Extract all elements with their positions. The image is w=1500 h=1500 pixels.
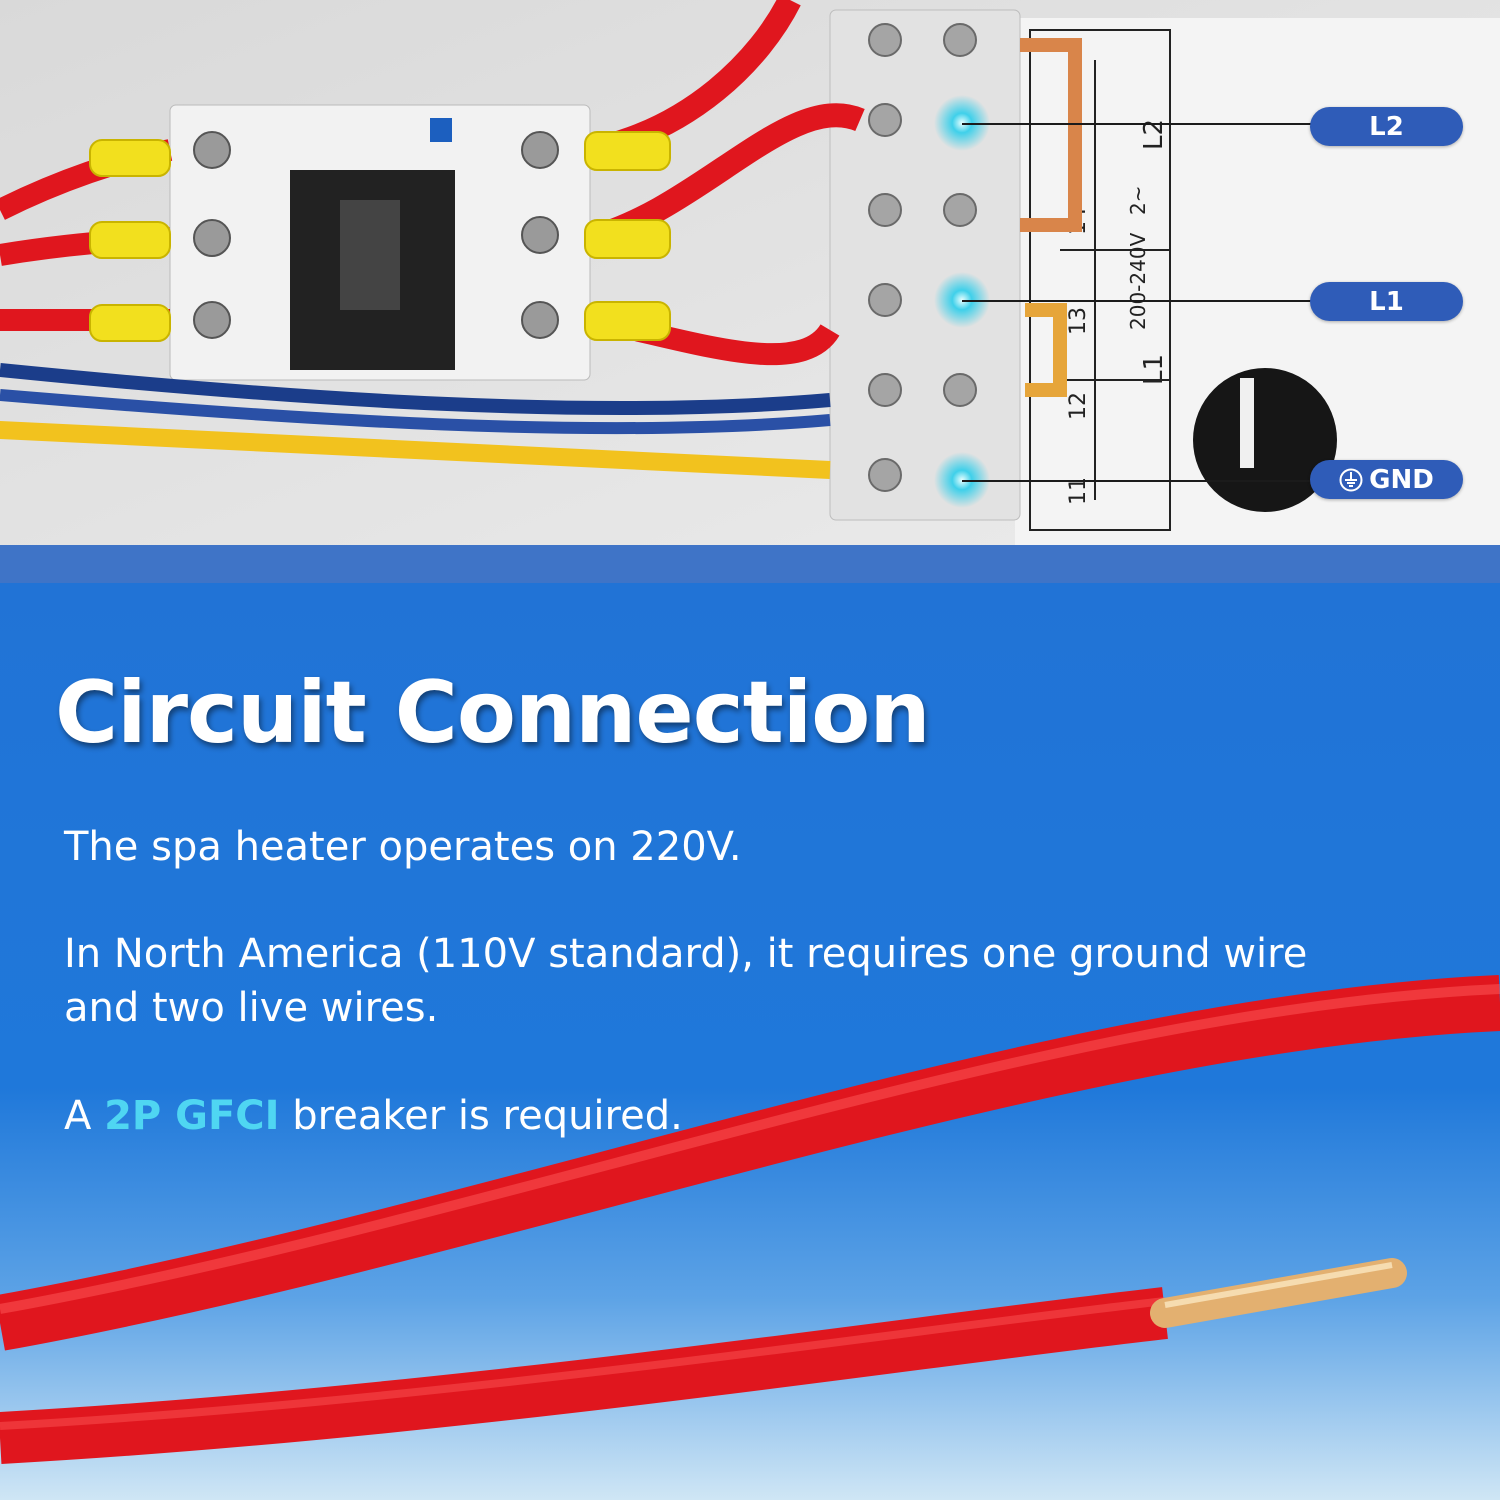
l2-callout-label: L2 [1369,111,1404,142]
gnd-callout-label: GND [1369,464,1434,495]
breaker-paragraph: A 2P GFCI breaker is required. [64,1089,1364,1143]
breaker-highlight: 2P GFCI [104,1093,280,1139]
red-wire-illustration [0,975,1500,1464]
north-america-paragraph: In North America (110V standard), it req… [64,931,1308,1031]
l1-leader-line [962,300,1312,302]
voltage-paragraph: The spa heater operates on 220V. [64,824,742,870]
terminal-13-label: 13 [1066,307,1091,335]
l2-leader-line [962,123,1312,125]
wiring-illustration: 14 13 12 11 L2 2~ 200-240V L1 [0,0,1500,545]
diagram-l1-label: L1 [1139,354,1169,385]
breaker-text-prefix: A [64,1093,105,1139]
l2-callout: L2 [1310,107,1463,146]
page-title: Circuit Connection [55,663,931,763]
terminal-block [829,9,1021,521]
wiring-photo: 14 13 12 11 L2 2~ 200-240V L1 [0,0,1500,545]
ground-icon [1339,468,1363,491]
diagram-phase-label: 2~ [1126,186,1150,215]
terminal-12-label: 12 [1066,392,1091,420]
gnd-callout: GND [1310,460,1463,499]
diagram-voltage-label: 200-240V [1126,232,1150,330]
gnd-leader-line [962,480,1312,482]
l1-callout: L1 [1310,282,1463,321]
l1-callout-label: L1 [1369,286,1404,317]
divider-band [0,545,1500,583]
knockout-hole [1193,368,1337,512]
info-panel [0,583,1500,1500]
breaker-text-suffix: breaker is required. [279,1093,683,1139]
